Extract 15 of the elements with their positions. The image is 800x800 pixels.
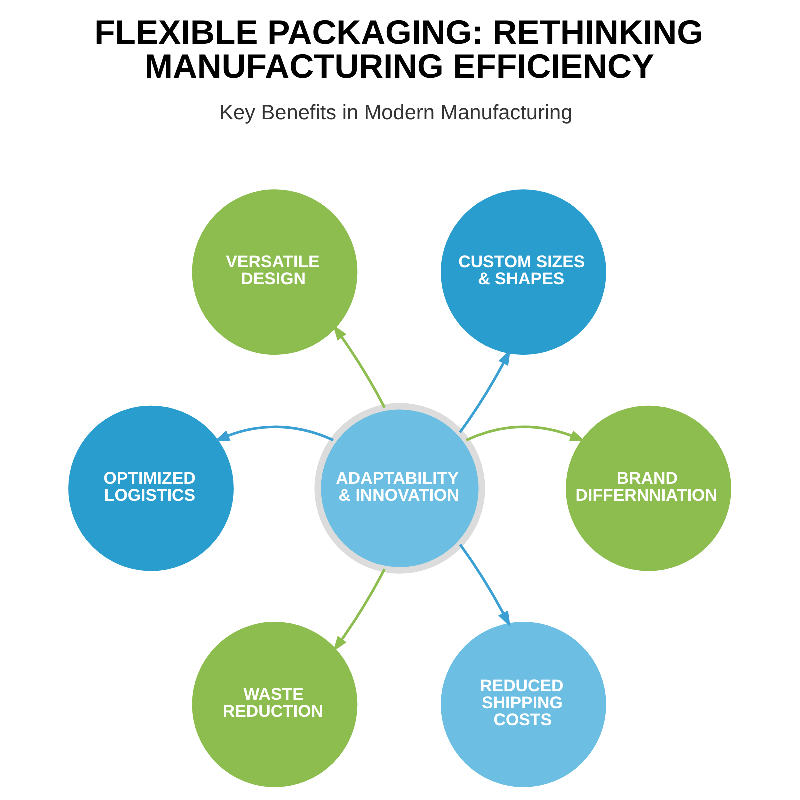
node-circle: ADAPTABILITY & INNOVATION bbox=[314, 403, 486, 574]
diagram-title: FLEXIBLE PACKAGING: RETHINKING MANUFACTURING EFFICIENCY bbox=[94, 14, 704, 86]
node-circle: VERSATILE DESIGN bbox=[192, 190, 358, 356]
arrow bbox=[459, 544, 511, 628]
arrow bbox=[333, 324, 386, 408]
arrow bbox=[466, 426, 586, 442]
node-circle: WASTE REDUCTION bbox=[192, 622, 358, 788]
arrow bbox=[214, 426, 334, 442]
node-circle: OPTIMIZED LOGISTICS bbox=[68, 406, 234, 572]
label: Key Benefits in Modern Manufacturing bbox=[220, 102, 573, 125]
node-circle: CUSTOM SIZES & SHAPES bbox=[441, 190, 606, 356]
node-circle: BRAND DIFFERNNIATION bbox=[566, 406, 732, 572]
arrow bbox=[459, 350, 511, 434]
arrow bbox=[333, 568, 386, 652]
node-circle: REDUCED SHIPPING COSTS bbox=[441, 622, 606, 788]
